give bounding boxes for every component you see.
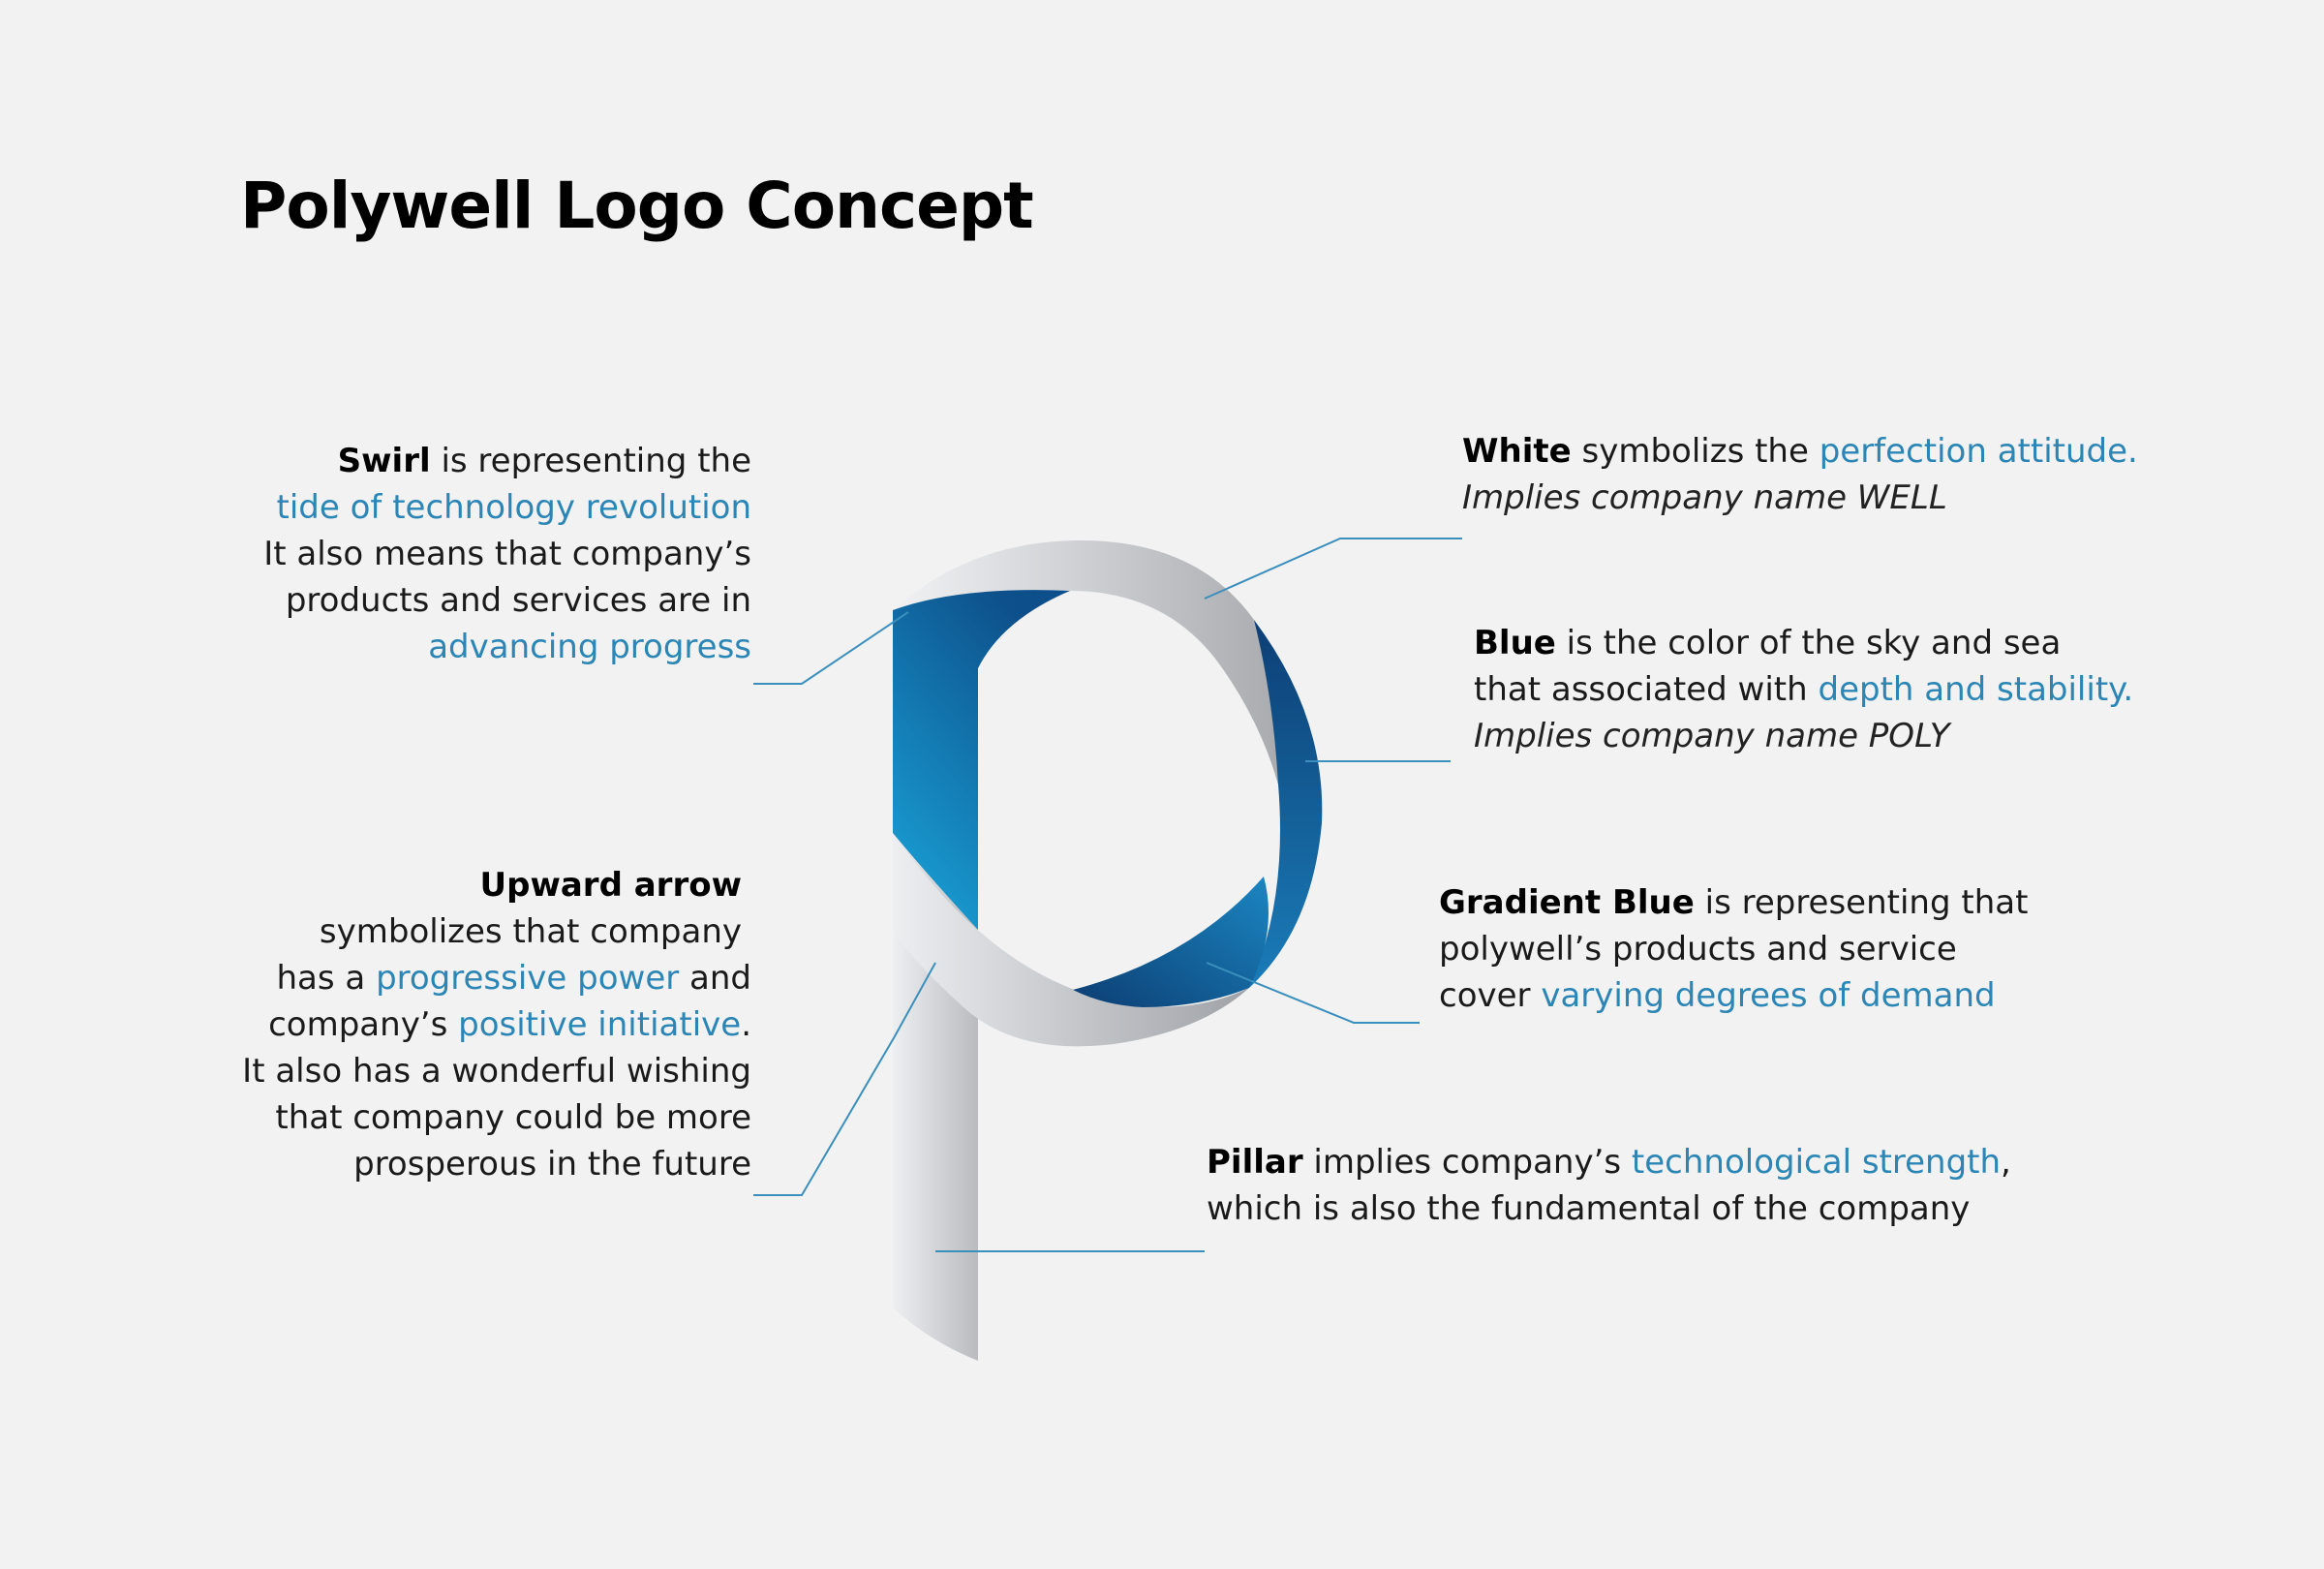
swirl-annotation: Swirl is representing the tide of techno… (263, 438, 751, 670)
blue-left-band (893, 588, 1070, 930)
white-highlight-perfection: perfection attitude. (1819, 432, 2138, 471)
white-annotation: White symbolizs the perfection attitude.… (1462, 428, 2138, 521)
blue-right-band (1249, 620, 1323, 988)
top-silver-swirl (893, 539, 1281, 784)
pillar-annotation: Pillar implies company’s technological s… (1207, 1143, 2011, 1228)
bottom-silver-band (893, 833, 1249, 1047)
upward-arrow-annotation: Upward arrow symbolizes that company has… (242, 866, 751, 1184)
blue-bottom-band (1073, 877, 1269, 1007)
gradient-blue-keyword: Gradient Blue (1439, 883, 1695, 922)
pillar-keyword: Pillar (1207, 1143, 1303, 1182)
blue-implies-poly: Implies company name POLY (1474, 717, 1950, 755)
leader-line-upward-arrow (753, 962, 936, 1196)
swirl-highlight-progress: advancing progress (428, 628, 751, 666)
blue-keyword: Blue (1474, 624, 1556, 662)
white-keyword: White (1462, 432, 1572, 471)
swirl-highlight-tide: tide of technology revolution (276, 488, 751, 527)
swirl-keyword: Swirl (337, 442, 431, 480)
gradient-blue-annotation: Gradient Blue is representing that polyw… (1439, 883, 2029, 1015)
upward-arrow-highlight-power: progressive power (376, 959, 680, 998)
blue-annotation: Blue is the color of the sky and sea tha… (1474, 620, 2133, 759)
upward-arrow-keyword: Upward arrow (479, 866, 743, 905)
blue-highlight-depth: depth and stability. (1818, 670, 2134, 709)
leader-line-gradient-blue (1206, 962, 1420, 1024)
leader-line-white (1204, 538, 1462, 600)
upward-arrow-highlight-initiative: positive initiative (458, 1005, 742, 1044)
white-implies-well: Implies company name WELL (1462, 478, 1947, 517)
gradient-blue-highlight-demand: varying degrees of demand (1541, 976, 1996, 1015)
page-title: Polywell Logo Concept (240, 169, 1034, 243)
leader-line-swirl (753, 611, 909, 685)
pillar-highlight-strength: technological strength (1631, 1143, 2002, 1182)
